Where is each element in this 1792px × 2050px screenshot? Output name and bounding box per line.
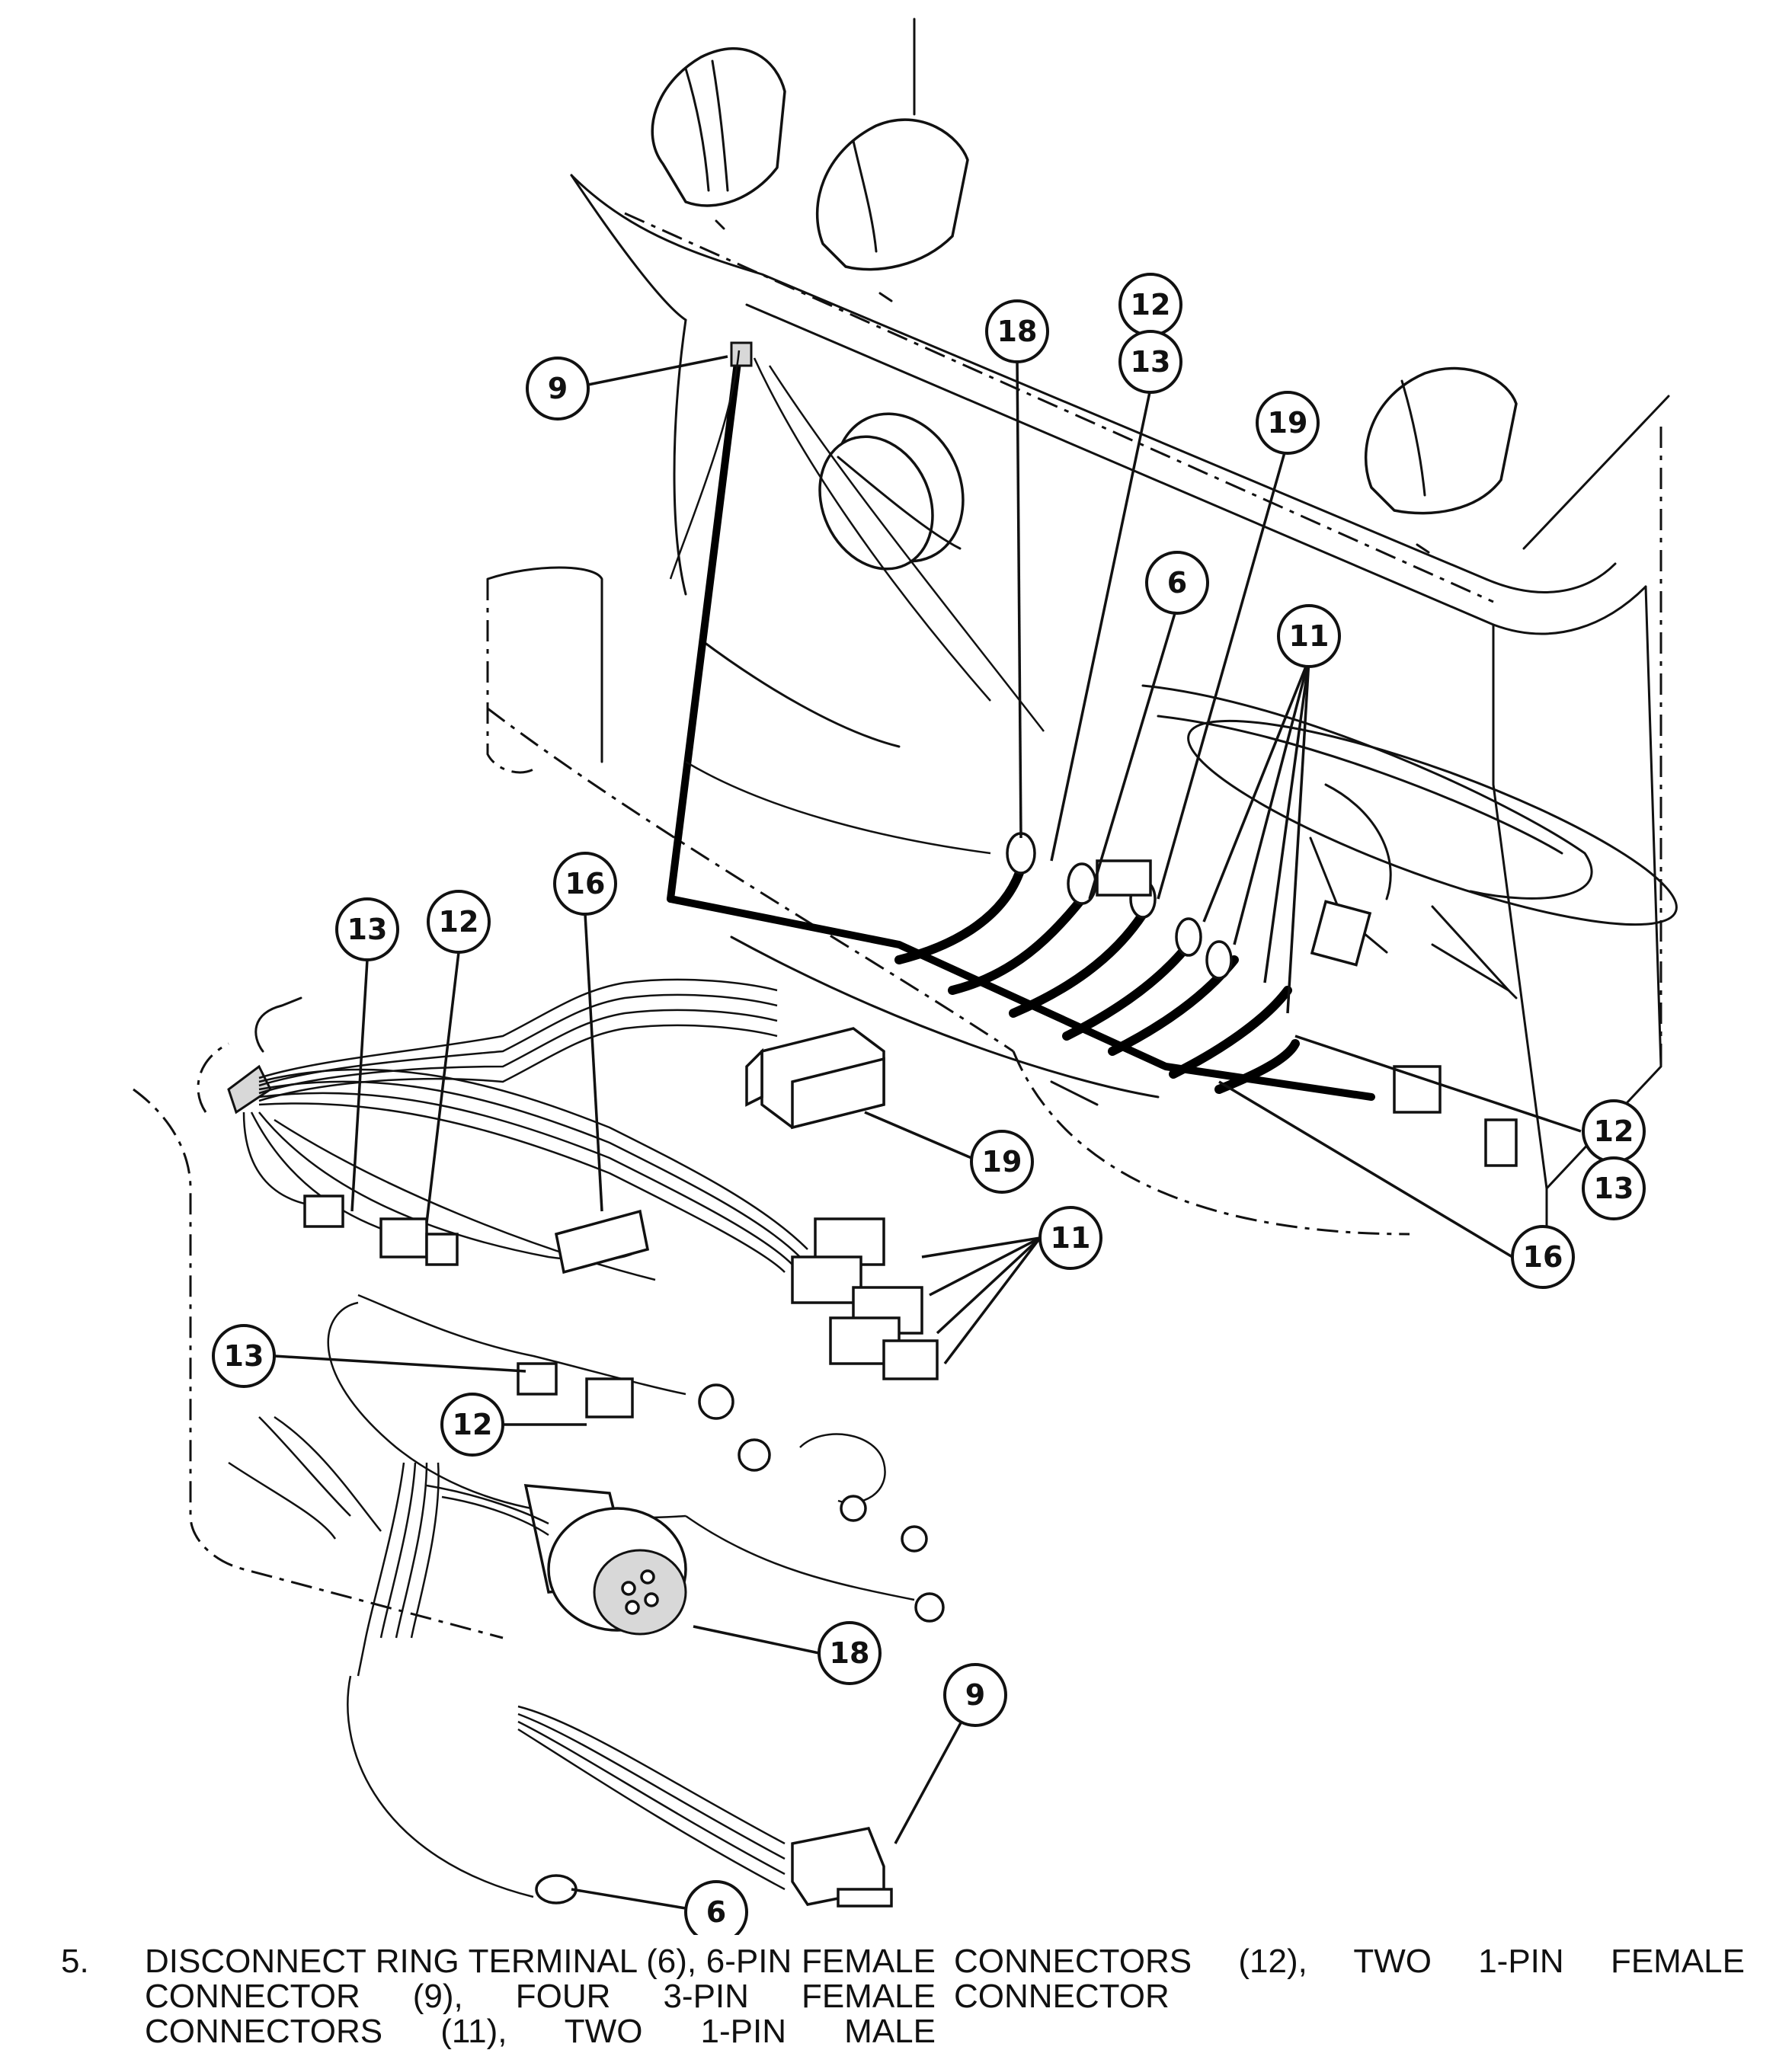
callout-9-lower: 9 [943, 1663, 1007, 1727]
callout-16-right: 16 [1511, 1225, 1575, 1289]
svg-text:13: 13 [347, 913, 388, 946]
step-text: DISCONNECT RING TERMINAL (6), 6-PIN FEMA… [145, 1943, 1745, 2050]
callout-12-right: 12 [1582, 1099, 1646, 1163]
svg-text:18: 18 [830, 1636, 870, 1670]
exploded-harness [133, 978, 945, 1908]
callout-18-top: 18 [985, 299, 1049, 363]
dash-harness [667, 341, 1375, 1101]
callout-6-top: 6 [1145, 551, 1209, 615]
svg-text:13: 13 [1594, 1172, 1634, 1205]
svg-text:16: 16 [565, 867, 606, 900]
steering-area [1187, 719, 1678, 1167]
callout-13-lower: 13 [212, 1324, 276, 1388]
callout-9-top: 9 [526, 357, 590, 421]
svg-text:9: 9 [965, 1678, 985, 1712]
svg-text:6: 6 [706, 1895, 726, 1929]
upper-pads [651, 47, 1518, 554]
callout-19-top: 19 [1256, 391, 1320, 455]
callout-13-right: 13 [1582, 1156, 1646, 1220]
leader-lines [274, 355, 1582, 1910]
svg-text:18: 18 [997, 315, 1038, 348]
callout-16-left: 16 [553, 852, 617, 916]
callout-12-top: 12 [1118, 273, 1182, 337]
svg-text:11: 11 [1051, 1221, 1091, 1255]
callout-11-mid: 11 [1038, 1206, 1102, 1270]
callout-18-lower: 18 [818, 1621, 882, 1685]
callout-12-left: 12 [427, 890, 491, 954]
svg-text:19: 19 [1268, 406, 1308, 440]
svg-text:12: 12 [453, 1408, 493, 1441]
callout-13-left: 13 [335, 897, 399, 961]
svg-text:13: 13 [224, 1339, 264, 1373]
callout-19-mid: 19 [970, 1130, 1034, 1194]
svg-text:12: 12 [1131, 288, 1171, 321]
svg-text:13: 13 [1131, 345, 1171, 379]
svg-text:19: 19 [982, 1145, 1022, 1179]
callout-6-lower: 6 [684, 1880, 748, 1935]
callout-13-top: 13 [1118, 330, 1182, 394]
svg-text:9: 9 [548, 372, 568, 405]
step-number: 5. [61, 1943, 89, 1980]
svg-text:12: 12 [439, 905, 479, 939]
svg-text:6: 6 [1167, 566, 1187, 600]
svg-text:12: 12 [1594, 1115, 1634, 1148]
svg-text:16: 16 [1523, 1240, 1563, 1274]
harness-diagram: 9 18 12 13 19 6 11 12 13 16 13 12 [133, 18, 1678, 1935]
callout-12-lower: 12 [440, 1393, 504, 1457]
dash-panel-outline [486, 18, 1670, 1236]
svg-text:11: 11 [1289, 619, 1330, 653]
gauge [818, 412, 965, 571]
callout-11-top: 11 [1277, 604, 1341, 668]
